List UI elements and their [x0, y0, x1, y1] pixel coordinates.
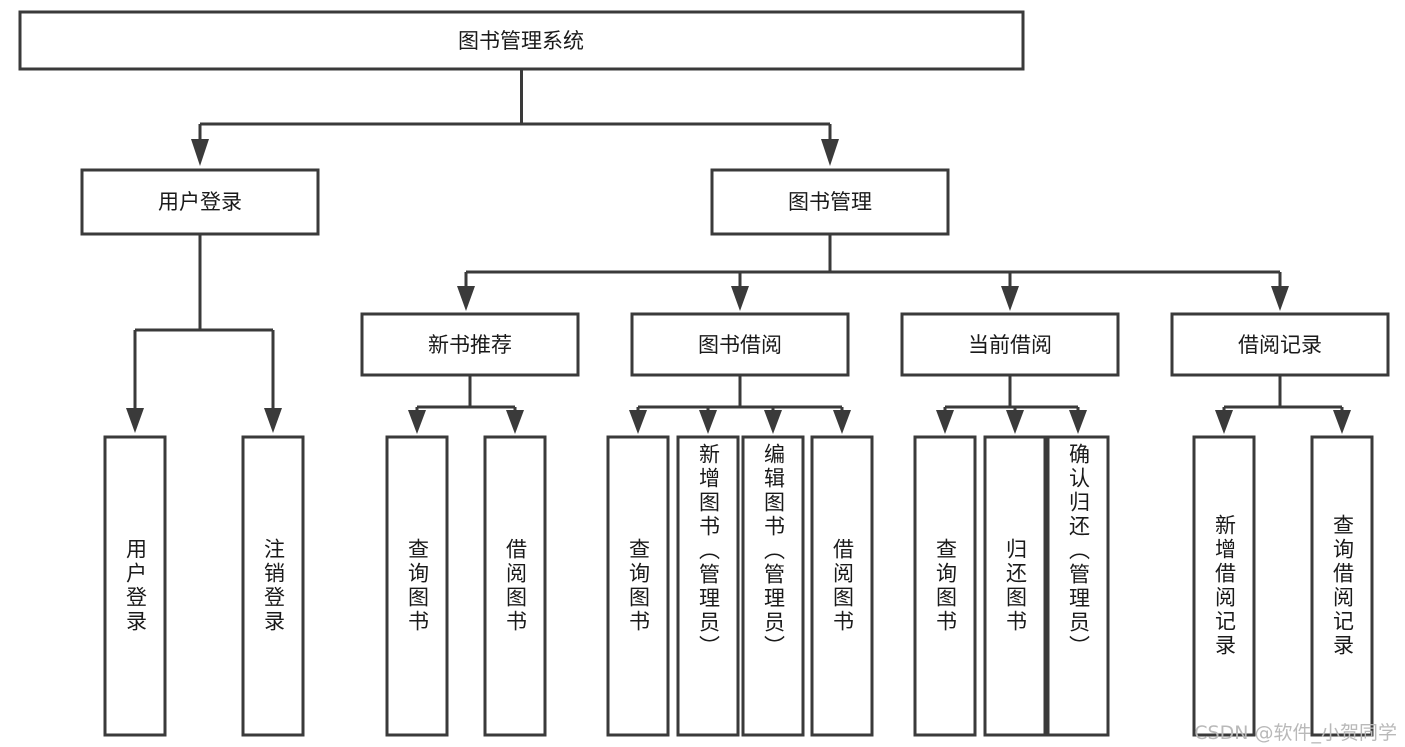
node-box-leaf-logout[interactable] [241, 435, 305, 737]
node-box-leaf-edit-book[interactable] [741, 435, 805, 737]
node-box-leaf-user-login[interactable] [103, 435, 167, 737]
node-box-book-manage[interactable] [710, 168, 950, 236]
node-box-leaf-query-book-1[interactable] [385, 435, 449, 737]
arrow-head-current-borrow [1001, 286, 1019, 311]
node-label-book-manage: 图书管理 [788, 190, 872, 214]
node-box-root[interactable] [18, 10, 1025, 71]
node-current-borrow[interactable]: 当前借阅 [900, 312, 1120, 377]
node-box-leaf-borrow-book-2[interactable] [810, 435, 874, 737]
node-new-book-recommend[interactable]: 新书推荐 [360, 312, 580, 377]
node-borrow-record[interactable]: 借阅记录 [1170, 312, 1390, 377]
arrow-head-leaf-user-login [126, 408, 144, 433]
node-box-leaf-add-book[interactable] [676, 435, 740, 737]
node-label-user-login: 用户登录 [158, 190, 242, 214]
arrow-head-borrow-record [1271, 286, 1289, 311]
connector-group-new-book-children [408, 375, 524, 434]
arrow-head-br-add [1215, 410, 1233, 434]
node-box-leaf-query-record[interactable] [1310, 435, 1374, 737]
node-box-leaf-query-book-3[interactable] [913, 435, 977, 737]
watermark-text: CSDN @软件_小贺同学 [1194, 722, 1397, 744]
arrow-head-bb-add [699, 410, 717, 434]
node-box-leaf-return-book[interactable] [983, 435, 1047, 737]
node-book-borrow[interactable]: 图书借阅 [630, 312, 850, 377]
node-book-manage[interactable]: 图书管理 [710, 168, 950, 236]
arrow-head-br-query [1333, 410, 1351, 434]
arrow-head-book-borrow [731, 286, 749, 311]
connector-group-user-login-children [126, 234, 282, 433]
arrow-head-nb-borrow [506, 410, 524, 434]
arrow-head-cb-return [1006, 410, 1024, 434]
node-box-leaf-query-book-2[interactable] [606, 435, 670, 737]
node-user-login[interactable]: 用户登录 [80, 168, 320, 236]
connector-group-book-manage-children [457, 234, 1289, 311]
node-box-new-book-recommend[interactable] [360, 312, 580, 377]
connector-group-current-borrow-children [936, 375, 1087, 434]
node-label-borrow-record: 借阅记录 [1238, 333, 1322, 357]
arrow-head-nb-query [408, 410, 426, 434]
arrow-head-leaf-logout [264, 408, 282, 433]
connector-group-root-to-level1 [191, 69, 839, 166]
arrow-head-bb-query [629, 410, 647, 434]
arrow-head-book-manage [821, 139, 839, 166]
node-box-book-borrow[interactable] [630, 312, 850, 377]
node-box-current-borrow[interactable] [900, 312, 1120, 377]
node-box-user-login[interactable] [80, 168, 320, 236]
node-box-leaf-add-record[interactable] [1192, 435, 1256, 737]
node-label-root: 图书管理系统 [458, 29, 584, 53]
arrow-head-user-login [191, 139, 209, 166]
node-label-current-borrow: 当前借阅 [968, 333, 1052, 357]
arrow-head-bb-edit [764, 410, 782, 434]
connector-group-book-borrow-children [629, 375, 851, 434]
arrow-head-new-book [457, 286, 475, 311]
node-box-leaf-confirm-return[interactable] [1046, 435, 1110, 737]
node-box-borrow-record[interactable] [1170, 312, 1390, 377]
node-box-leaf-borrow-book-1[interactable] [483, 435, 547, 737]
arrow-head-cb-query [936, 410, 954, 434]
node-label-new-book-recommend: 新书推荐 [428, 333, 512, 357]
node-root[interactable]: 图书管理系统 [18, 10, 1025, 71]
arrow-head-bb-borrow [833, 410, 851, 434]
connector-group-borrow-record-children [1215, 375, 1351, 434]
node-label-book-borrow: 图书借阅 [698, 333, 782, 357]
arrow-head-cb-confirm [1069, 410, 1087, 434]
